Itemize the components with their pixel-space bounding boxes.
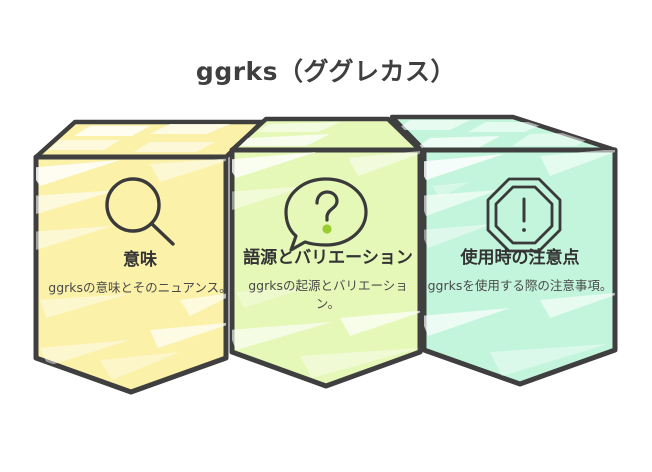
panel-meaning-texture	[36, 158, 226, 380]
panel-etymology-flap-texture	[240, 122, 340, 146]
panel-cautions-flap-texture	[396, 120, 600, 148]
panel-cautions[interactable]	[389, 114, 626, 387]
panel-etymology[interactable]	[224, 116, 430, 389]
panel-meaning-flap-texture	[48, 124, 230, 152]
panel-cautions-body-text: ggrksを使用する際の注意事項。	[427, 277, 613, 293]
page-title: ggrks（ググレカス）	[195, 57, 457, 86]
panel-meaning-title: 意味	[123, 250, 157, 270]
panel-etymology-text: 語源とバリエーション ggrksの起源とバリエーション。	[238, 248, 418, 313]
magnifier-icon	[105, 177, 175, 246]
question-speech-bubble-icon	[284, 177, 368, 252]
panel-meaning-body-text: ggrksの意味とそのニュアンス。	[48, 279, 232, 295]
panel-cautions-text: 使用時の注意点 ggrksを使用する際の注意事項。	[420, 248, 620, 295]
panel-cautions-texture	[424, 150, 615, 376]
panel-etymology-body-text: ggrksの起源とバリエーション。	[248, 277, 408, 311]
panel-etymology-title: 語源とバリエーション	[243, 248, 413, 268]
panel-etymology-texture	[232, 150, 420, 378]
accent-dot-icon	[322, 224, 332, 234]
octagon-warning-icon	[486, 177, 562, 253]
panel-meaning-text: 意味 ggrksの意味とそのニュアンス。	[40, 250, 240, 297]
panel-cautions-title: 使用時の注意点	[460, 248, 580, 268]
